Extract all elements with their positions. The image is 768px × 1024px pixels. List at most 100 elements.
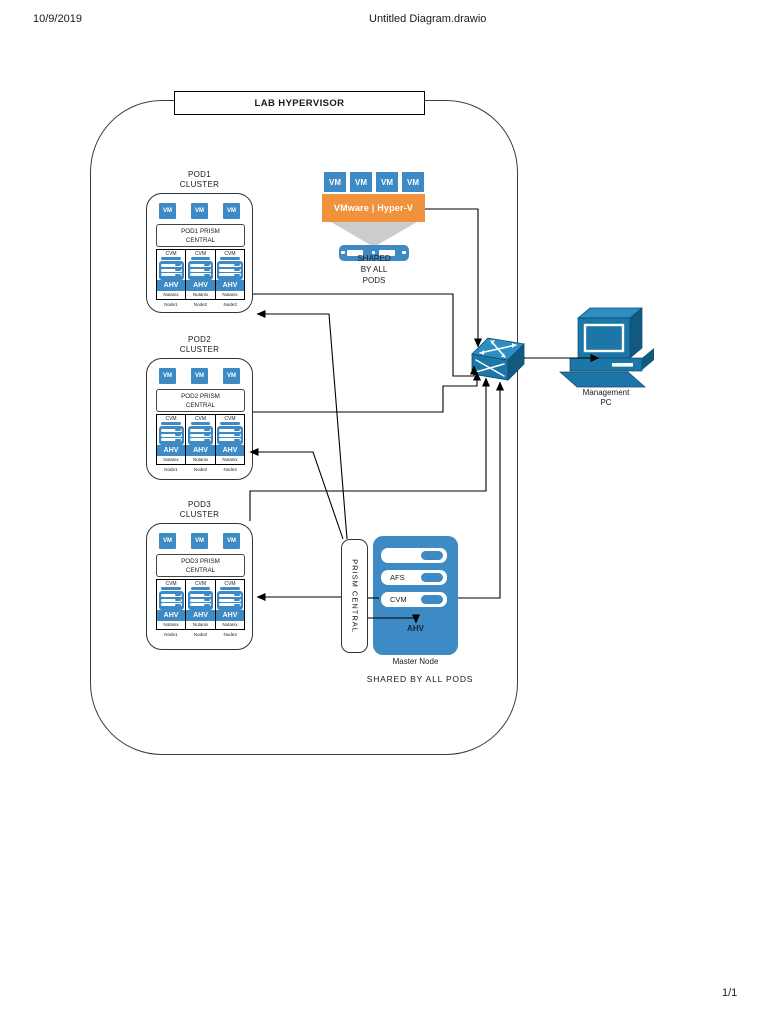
cvm-pill-icon — [220, 587, 240, 590]
pod-vm-row: VM VM VM — [159, 203, 240, 220]
pod-prism-central-box: POD3 PRISM CENTRAL — [156, 554, 245, 577]
server-stack-icon — [187, 426, 214, 445]
vm-box: VM — [159, 203, 176, 219]
vm-box: VM — [223, 368, 240, 384]
pod-title: POD3 CLUSTER — [146, 500, 253, 520]
server-stack-icon — [158, 261, 184, 280]
node-column: CVM AHV Nutanix — [215, 250, 245, 299]
vm-box: VM — [376, 172, 398, 192]
pod-prism-central-box: POD2 PRISM CENTRAL — [156, 389, 245, 412]
ahv-label: AHV — [215, 280, 245, 291]
cvm-pill-icon — [161, 587, 181, 590]
hypervisor-vm-row: VM VM VM VM — [324, 172, 424, 192]
pod-prism-line1: POD3 PRISM — [181, 558, 220, 565]
vendor-label: Nutanix — [222, 292, 238, 297]
master-node-box: AFS CVM AHV — [373, 536, 458, 655]
cvm-label: CVM — [165, 251, 177, 257]
node-column: CVM AHV Nutanix — [186, 415, 215, 464]
master-ahv-label: AHV — [407, 624, 424, 633]
server-stack-icon — [217, 426, 243, 445]
prism-central-box: PRISM CENTRAL — [341, 539, 368, 653]
ahv-label: AHV — [215, 445, 245, 456]
slot-pill-icon — [421, 551, 443, 560]
pod-title: POD2 CLUSTER — [146, 335, 253, 355]
pod-prism-line2: CENTRAL — [185, 237, 216, 244]
node-column: CVM AHV Nutanix — [215, 580, 245, 629]
node-name: Node1 — [164, 467, 178, 472]
vendor-label: Nutanix — [163, 292, 179, 297]
cvm-pill-icon — [220, 257, 240, 260]
funnel-icon — [331, 222, 417, 247]
vm-box: VM — [159, 533, 176, 549]
vm-box: VM — [350, 172, 372, 192]
ahv-label: AHV — [157, 280, 186, 291]
pod-cluster-group: POD3 CLUSTER VM VM VM POD3 PRISM CENTRAL… — [146, 500, 253, 650]
lab-hypervisor-title: LAB HYPERVISOR — [174, 91, 425, 115]
cvm-label: CVM — [224, 416, 236, 422]
cvm-pill-icon — [161, 257, 181, 260]
pod-title: POD1 CLUSTER — [146, 170, 253, 190]
hypervisor-platform-bar: VMware | Hyper-V — [322, 194, 425, 222]
pod-title-line1: POD2 — [188, 335, 211, 344]
vm-box: VM — [191, 533, 208, 549]
node-column: CVM AHV Nutanix — [186, 580, 215, 629]
cvm-label: CVM — [224, 251, 236, 257]
vm-box: VM — [223, 203, 240, 219]
pod-vm-row: VM VM VM — [159, 533, 240, 550]
slot-pill-icon — [421, 573, 443, 582]
cvm-label: CVM — [165, 581, 177, 587]
node-name: Node2 — [193, 467, 208, 472]
node-name: Node2 — [193, 632, 208, 637]
pod-cluster-box: VM VM VM POD2 PRISM CENTRAL CVM AHV Nuta… — [146, 358, 253, 480]
cvm-label: CVM — [194, 581, 207, 587]
pod-prism-line2: CENTRAL — [185, 402, 216, 409]
shared-by-all-pods-label: SHARED BY ALL PODS — [366, 674, 474, 684]
vendor-label: Nutanix — [222, 457, 238, 462]
vm-box: VM — [191, 368, 208, 384]
server-stack-icon — [217, 591, 243, 610]
cvm-label: CVM — [194, 251, 207, 257]
cvm-label: CVM — [194, 416, 207, 422]
cvm-label: CVM — [224, 581, 236, 587]
pod-title-line2: CLUSTER — [179, 180, 220, 189]
server-stack-icon — [187, 591, 214, 610]
pod-title-line2: CLUSTER — [179, 345, 220, 354]
pod-cluster-box: VM VM VM POD1 PRISM CENTRAL CVM AHV Nuta… — [146, 193, 253, 313]
management-pc-icon — [559, 307, 654, 388]
vendor-label: Nutanix — [163, 622, 179, 627]
ahv-label: AHV — [157, 445, 186, 456]
node-name: Node3 — [223, 467, 237, 472]
pod-prism-line1: POD1 PRISM — [181, 228, 220, 235]
vendor-label: Nutanix — [222, 622, 238, 627]
pod-vm-row: VM VM VM — [159, 368, 240, 385]
node-name-row: Node1 Node2 Node3 — [156, 632, 245, 637]
server-stack-icon — [158, 591, 184, 610]
pod-prism-line2: CENTRAL — [185, 567, 216, 574]
shared-storage-caption: SHARED BY ALL PODS — [357, 254, 391, 285]
master-slot-cvm: CVM — [381, 592, 447, 607]
ahv-label: AHV — [215, 610, 245, 621]
node-column: CVM AHV Nutanix — [186, 250, 215, 299]
print-date: 10/9/2019 — [33, 13, 82, 25]
vm-box: VM — [324, 172, 346, 192]
vm-box: VM — [223, 533, 240, 549]
node-column: CVM AHV Nutanix — [215, 415, 245, 464]
vm-box: VM — [159, 368, 176, 384]
node-name: Node1 — [164, 302, 178, 307]
prism-central-label: PRISM CENTRAL — [350, 559, 359, 633]
master-node-caption: Master Node — [392, 657, 439, 666]
master-slot-afs: AFS — [381, 570, 447, 585]
pod-title-line2: CLUSTER — [179, 510, 220, 519]
cvm-label: CVM — [165, 416, 177, 422]
ahv-label: AHV — [186, 445, 215, 456]
node-name: Node1 — [164, 632, 178, 637]
pod-cluster-box: VM VM VM POD3 PRISM CENTRAL CVM AHV Nuta… — [146, 523, 253, 650]
master-slot — [381, 548, 447, 563]
slot-pill-icon — [421, 595, 443, 604]
node-name: Node3 — [223, 632, 237, 637]
node-column: CVM AHV Nutanix — [157, 415, 186, 464]
node-column: CVM AHV Nutanix — [157, 580, 186, 629]
ahv-label: AHV — [186, 280, 215, 291]
pod-prism-central-box: POD1 PRISM CENTRAL — [156, 224, 245, 247]
